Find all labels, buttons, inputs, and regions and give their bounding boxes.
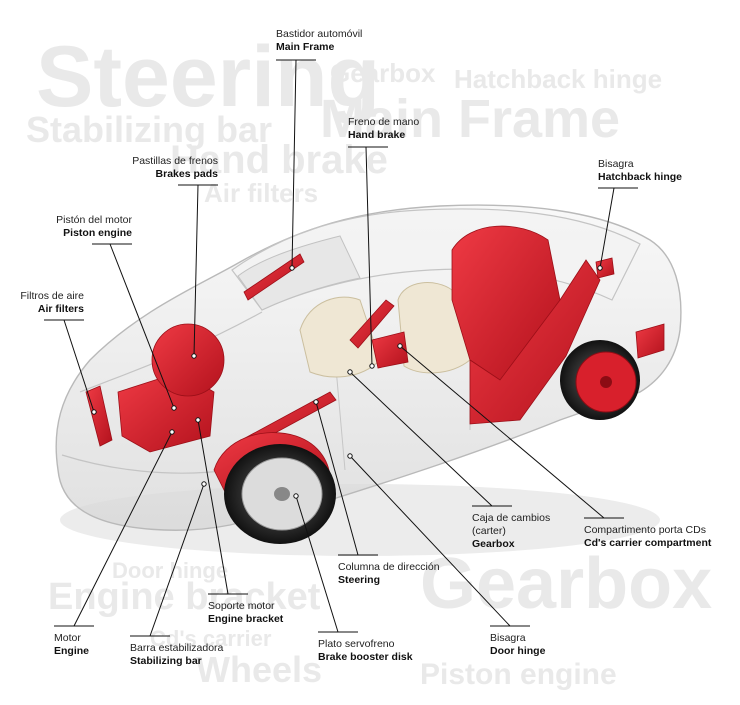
- callout-es: Freno de mano: [348, 116, 420, 128]
- leader-hand-brake: [348, 146, 388, 367]
- rear-bumper-part: [635, 323, 665, 359]
- watermark-word: Air filters: [204, 178, 319, 208]
- front-wheel: [224, 444, 336, 544]
- leader-brake-booster: [295, 495, 358, 633]
- callout-engine: Motor Engine: [54, 632, 89, 658]
- watermark-word: Hatchback hinge: [454, 64, 663, 94]
- callout-es: Bisagra: [598, 158, 634, 170]
- air-filter-part: [85, 385, 113, 447]
- leader-air-filters: [44, 319, 95, 413]
- callout-hand-brake: Freno de mano Hand brake: [348, 116, 419, 142]
- callout-es: Motor: [54, 632, 81, 644]
- callout-en: Main Frame: [276, 41, 335, 53]
- callout-en: Engine: [54, 645, 90, 657]
- leader-engine: [54, 431, 173, 627]
- callout-gearbox: Caja de cambios (carter) Gearbox: [472, 512, 550, 551]
- callout-stabilizing-bar: Barra estabilizadora Stabilizing bar: [130, 642, 223, 668]
- callout-en: Engine bracket: [208, 613, 284, 625]
- callout-es: Bisagra: [490, 632, 526, 644]
- leader-brakes-pads: [178, 184, 218, 357]
- front-brake-disc: [151, 323, 225, 397]
- leader-main-frame: [276, 59, 316, 269]
- callout-main-frame: Bastidor automóvil Main Frame: [276, 28, 362, 54]
- leader-hatchback-hinge: [598, 187, 638, 269]
- callout-en: Hatchback hinge: [598, 171, 683, 183]
- watermark-word: Door hinge: [112, 558, 229, 583]
- callout-engine-bracket: Soporte motor Engine bracket: [208, 600, 283, 626]
- cd-compartment-part: [371, 331, 409, 369]
- frame-rail-part: [243, 253, 305, 301]
- callout-air-filters: Filtros de aire Air filters: [14, 290, 84, 316]
- leader-stabilizing-bar: [130, 483, 205, 637]
- leader-door-hinge: [349, 455, 530, 627]
- callout-es: Pistón del motor: [56, 214, 132, 226]
- watermark-word: Engine bracket: [48, 576, 321, 618]
- bumper-line: [61, 454, 231, 474]
- leader-steering: [315, 401, 378, 556]
- callout-hatchback-hinge: Bisagra Hatchback hinge: [598, 158, 682, 184]
- callout-es: Soporte motor: [208, 600, 275, 612]
- callout-en: Piston engine: [63, 227, 132, 239]
- callout-steering: Columna de dirección Steering: [338, 561, 440, 587]
- watermark-word: Stabilizing bar: [26, 109, 273, 150]
- watermark-word: Gearbox: [420, 544, 713, 624]
- callout-en: Brakes pads: [155, 168, 218, 180]
- callout-es: Caja de cambios: [472, 512, 551, 524]
- leader-lines: [44, 59, 638, 637]
- callout-es: Barra estabilizadora: [130, 642, 224, 654]
- callout-es: Plato servofreno: [318, 638, 395, 650]
- callout-en: Brake booster disk: [318, 651, 413, 663]
- watermark-word: Wheels: [196, 649, 323, 690]
- leader-cds: [399, 345, 624, 519]
- callout-en: Stabilizing bar: [130, 655, 202, 667]
- windshield: [237, 235, 361, 311]
- rear-pillar: [469, 259, 601, 425]
- callout-en: Door hinge: [490, 645, 546, 657]
- callout-en: Air filters: [37, 303, 84, 315]
- red-parts: [85, 225, 665, 495]
- callout-es: Bastidor automóvil: [276, 28, 363, 40]
- callout-cds-compartment: Compartimento porta CDs Cd's carrier com…: [584, 524, 711, 550]
- callout-en: Hand brake: [348, 129, 406, 141]
- leader-gearbox: [349, 371, 512, 507]
- watermark-word: Cd's carrier: [150, 626, 272, 651]
- callout-en: Gearbox: [472, 538, 515, 550]
- watermark-word: Main Frame: [320, 89, 621, 149]
- callout-door-hinge: Bisagra Door hinge: [490, 632, 545, 658]
- callout-brake-booster: Plato servofreno Brake booster disk: [318, 638, 413, 664]
- callout-piston-engine: Pistón del motor Piston engine: [42, 214, 132, 240]
- leader-piston-engine: [92, 243, 175, 409]
- leader-engine-bracket: [197, 419, 248, 595]
- callout-es: Columna de dirección: [338, 561, 440, 573]
- callout-es-2: (carter): [472, 525, 506, 537]
- callout-es: Pastillas de frenos: [132, 155, 218, 167]
- watermark-word: Gearbox: [330, 58, 436, 88]
- callout-en: Steering: [338, 574, 381, 586]
- callout-es: Filtros de aire: [20, 290, 84, 302]
- rear-wheel: [560, 340, 640, 420]
- hand-brake-part: [349, 299, 395, 349]
- watermark-word: Piston engine: [420, 658, 617, 691]
- watermark-word: Steering: [36, 29, 381, 125]
- callout-brakes-pads: Pastillas de frenos Brakes pads: [128, 155, 218, 181]
- callout-en: Cd's carrier compartment: [584, 537, 712, 549]
- leader-dots: [91, 265, 603, 499]
- callout-es: Compartimento porta CDs: [584, 524, 706, 536]
